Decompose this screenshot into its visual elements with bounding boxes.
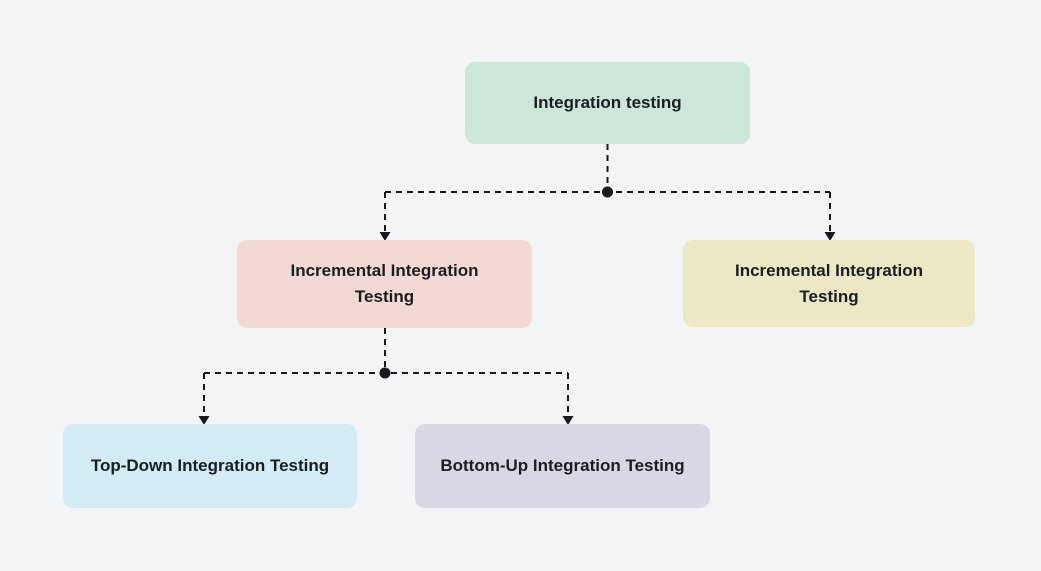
node-label: Incremental Integration Testing [735,260,923,306]
arrow-down-icon [562,416,574,425]
node-label: Incremental Integration Testing [290,261,479,306]
node-top-down-integration-testing: Top-Down Integration Testing [63,424,357,508]
node-label: Bottom-Up Integration Testing [440,456,685,475]
node-label: Integration testing [533,93,682,112]
node-incremental-integration-testing-left: Incremental Integration Testing [237,240,532,328]
junction-dot-icon [379,367,391,379]
node-bottom-up-integration-testing: Bottom-Up Integration Testing [415,424,710,508]
junction-dot-icon [602,186,613,198]
arrow-down-icon [198,416,210,425]
connector-markers [198,186,836,425]
node-incremental-integration-testing-right: Incremental Integration Testing [683,240,975,327]
arrow-down-icon [379,232,391,241]
node-integration-testing: Integration testing [465,62,750,144]
node-label: Top-Down Integration Testing [90,456,330,475]
arrow-down-icon [824,232,836,241]
